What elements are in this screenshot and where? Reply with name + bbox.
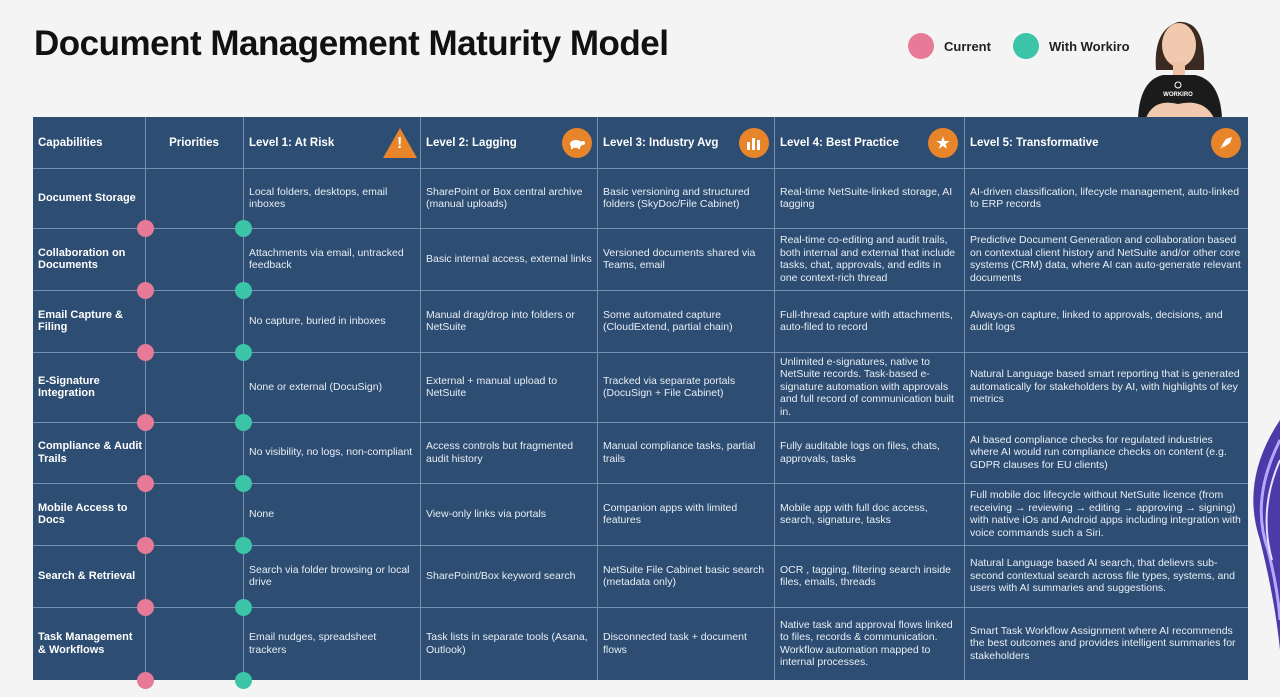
- level-5-cell: Smart Task Workflow Assignment where AI …: [970, 624, 1236, 662]
- level-5-cell: Always-on capture, linked to approvals, …: [970, 308, 1223, 334]
- header-level-3: Level 3: Industry Avg: [603, 136, 719, 149]
- level-1-cell: No capture, buried in inboxes: [249, 314, 386, 327]
- star-icon: ★: [928, 128, 958, 158]
- priority-cell: [149, 170, 239, 226]
- priority-cell: [149, 547, 239, 605]
- legend-workiro: With Workiro: [1013, 33, 1130, 59]
- current-marker-icon: [137, 344, 154, 361]
- level-1-cell: Local folders, desktops, email inboxes: [249, 185, 388, 211]
- level-1-cell: None or external (DocuSign): [249, 380, 383, 393]
- level-4-cell: Real-time co-editing and audit trails, b…: [780, 234, 956, 284]
- level-4-cell: Real-time NetSuite-linked storage, AI ta…: [780, 185, 953, 211]
- capability-label: Mobile Access to Docs: [38, 501, 128, 527]
- capability-label: Email Capture & Filing: [38, 308, 123, 334]
- current-marker-icon: [137, 537, 154, 554]
- current-marker-icon: [137, 414, 154, 431]
- priority-cell: [149, 424, 239, 481]
- header-level-1: Level 1: At Risk: [249, 136, 335, 149]
- level-4-cell: Unlimited e-signatures, native to NetSui…: [780, 355, 954, 418]
- level-3-cell: Disconnected task + document flows: [603, 631, 747, 656]
- header-level-2: Level 2: Lagging: [426, 136, 517, 149]
- workiro-marker-icon: [235, 599, 252, 616]
- capability-label: Compliance & Audit Trails: [38, 440, 143, 465]
- capability-label: Search & Retrieval: [38, 569, 136, 582]
- bar-chart-icon: [739, 128, 769, 158]
- level-2-cell: Basic internal access, external links: [426, 252, 592, 265]
- workiro-dot-icon: [1013, 33, 1039, 59]
- level-2-cell: Task lists in separate tools (Asana, Out…: [426, 631, 588, 656]
- level-4-cell: Mobile app with full doc access, search,…: [780, 501, 928, 527]
- level-3-cell: Basic versioning and structured folders …: [603, 185, 750, 211]
- legend-current: Current: [908, 33, 991, 59]
- level-4-cell: Native task and approval flows linked to…: [780, 618, 953, 669]
- level-2-cell: External + manual upload to NetSuite: [426, 374, 558, 400]
- level-3-cell: NetSuite File Cabinet basic search (meta…: [603, 563, 765, 589]
- level-4-cell: Full-thread capture with attachments, au…: [780, 308, 953, 334]
- header-level-4: Level 4: Best Practice: [780, 136, 899, 149]
- header-priorities: Priorities: [169, 136, 219, 149]
- level-3-cell: Manual compliance tasks, partial trails: [603, 440, 756, 465]
- legend-workiro-label: With Workiro: [1049, 38, 1130, 54]
- level-2-cell: SharePoint or Box central archive (manua…: [426, 185, 583, 211]
- legend-current-label: Current: [944, 38, 991, 54]
- presenter-video: WORKIRO: [1128, 0, 1228, 118]
- level-2-cell: SharePoint/Box keyword search: [426, 569, 576, 582]
- current-marker-icon: [137, 672, 154, 689]
- level-1-cell: No visibility, no logs, non-compliant: [249, 446, 413, 459]
- level-1-cell: None: [249, 507, 275, 520]
- turtle-icon: [562, 128, 592, 158]
- rocket-icon: [1211, 128, 1241, 158]
- level-4-cell: Fully auditable logs on files, chats, ap…: [780, 440, 940, 465]
- decorative-swirl: [1253, 420, 1280, 650]
- shirt-text: WORKIRO: [1163, 92, 1193, 98]
- current-marker-icon: [137, 599, 154, 616]
- workiro-marker-icon: [235, 537, 252, 554]
- level-1-cell: Attachments via email, untracked feedbac…: [249, 246, 404, 272]
- level-3-cell: Tracked via separate portals (DocuSign +…: [603, 374, 736, 400]
- level-5-cell: Predictive Document Generation and colla…: [970, 234, 1241, 284]
- level-5-cell: Natural Language based smart reporting t…: [970, 368, 1240, 406]
- header-level-5: Level 5: Transformative: [970, 136, 1099, 149]
- priority-cell: [149, 292, 239, 350]
- priority-cell: [149, 485, 239, 543]
- workiro-marker-icon: [235, 220, 252, 237]
- workiro-marker-icon: [235, 282, 252, 299]
- current-marker-icon: [137, 282, 154, 299]
- level-5-cell: AI based compliance checks for regulated…: [970, 433, 1227, 471]
- level-3-cell: Companion apps with limited features: [603, 501, 738, 527]
- workiro-marker-icon: [235, 344, 252, 361]
- level-4-cell: OCR , tagging, filtering search inside f…: [780, 563, 951, 589]
- level-5-cell: AI-driven classification, lifecycle mana…: [970, 185, 1240, 211]
- level-3-cell: Some automated capture (CloudExtend, par…: [603, 308, 733, 334]
- capability-label: Task Management & Workflows: [38, 631, 133, 656]
- capability-label: E-Signature Integration: [38, 374, 100, 400]
- priority-cell: [149, 609, 239, 678]
- level-1-cell: Email nudges, spreadsheet trackers: [249, 631, 377, 656]
- level-3-cell: Versioned documents shared via Teams, em…: [603, 246, 756, 272]
- workiro-marker-icon: [235, 672, 252, 689]
- maturity-table: Capabilities Priorities Level 1: At Risk…: [33, 117, 1248, 689]
- level-2-cell: Access controls but fragmented audit his…: [426, 440, 574, 465]
- page-title: Document Management Maturity Model: [34, 24, 669, 63]
- priority-cell: [149, 354, 239, 420]
- workiro-marker-icon: [235, 475, 252, 492]
- level-5-cell: Natural Language based AI search, that d…: [970, 557, 1235, 595]
- current-dot-icon: [908, 33, 934, 59]
- current-marker-icon: [137, 475, 154, 492]
- capability-label: Document Storage: [38, 191, 136, 204]
- level-1-cell: Search via folder browsing or local driv…: [249, 563, 410, 589]
- level-2-cell: Manual drag/drop into folders or NetSuit…: [426, 308, 575, 334]
- level-5-cell: Full mobile doc lifecycle without NetSui…: [970, 489, 1241, 539]
- header-capabilities: Capabilities: [38, 136, 103, 149]
- capability-label: Collaboration on Documents: [38, 246, 126, 272]
- workiro-marker-icon: [235, 414, 252, 431]
- level-2-cell: View-only links via portals: [426, 507, 547, 520]
- priority-cell: [149, 230, 239, 288]
- current-marker-icon: [137, 220, 154, 237]
- warning-icon: !: [383, 128, 417, 158]
